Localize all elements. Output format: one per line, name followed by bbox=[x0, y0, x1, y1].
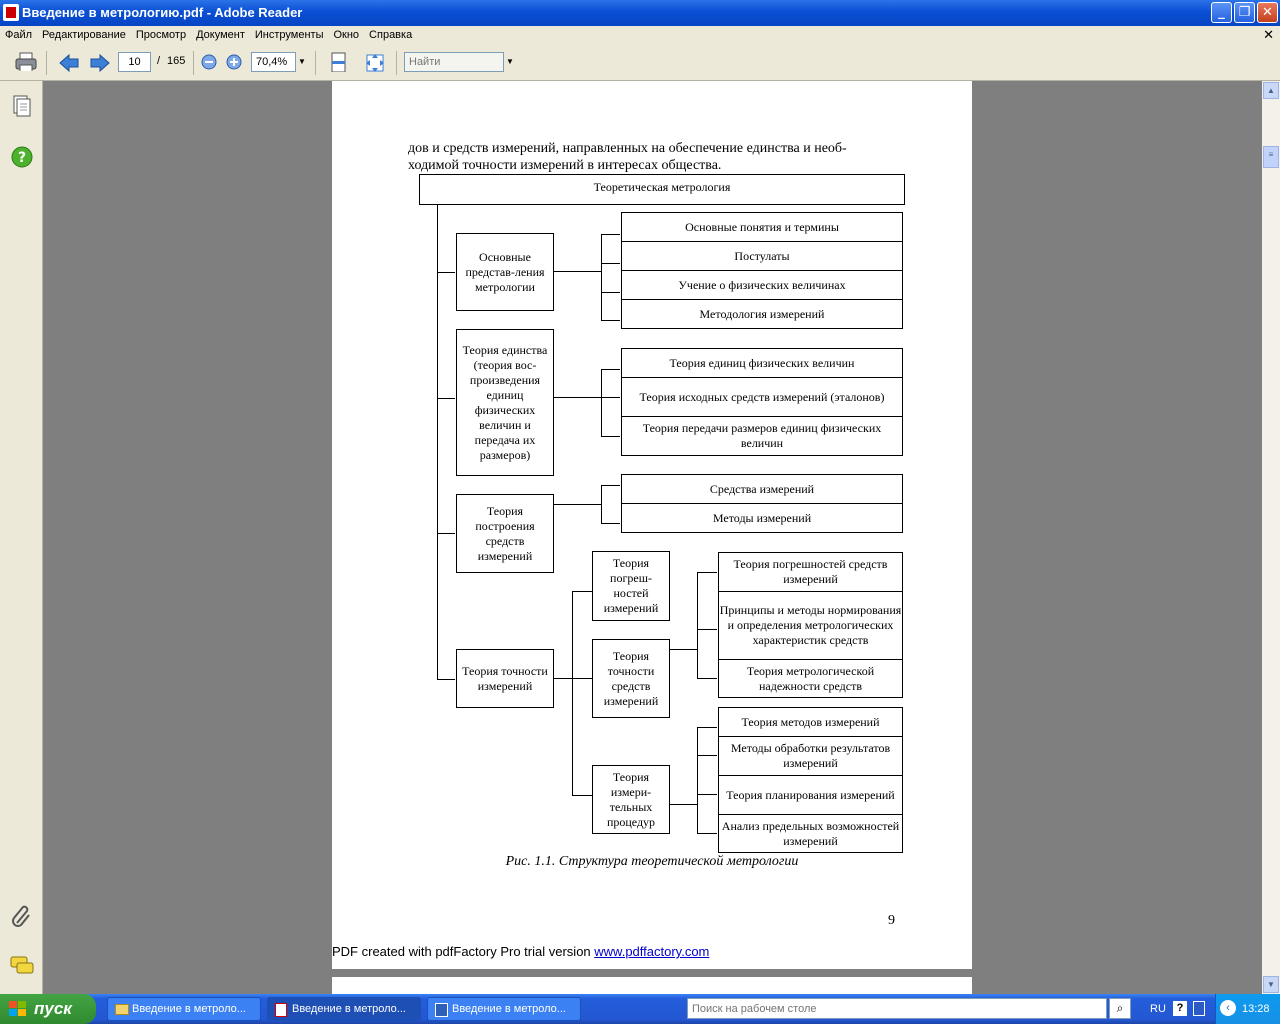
navigation-panel: ? bbox=[0, 81, 43, 994]
language-indicator[interactable]: RU bbox=[1150, 1003, 1166, 1015]
diagram-leaf: Теория планирования измерений bbox=[718, 775, 903, 815]
maximize-button[interactable]: ❐ bbox=[1234, 2, 1255, 23]
title-bar: Введение в метрологию.pdf - Adobe Reader… bbox=[0, 0, 1280, 26]
menu-file[interactable]: Файл bbox=[5, 29, 33, 41]
pdf-icon bbox=[275, 1003, 287, 1017]
diagram-leaf: Учение о физических величинах bbox=[621, 270, 903, 300]
menu-window[interactable]: Окно bbox=[333, 29, 360, 41]
diagram-leaf: Теория метрологической надежности средст… bbox=[718, 659, 903, 698]
comments-icon[interactable] bbox=[9, 955, 35, 977]
zoom-input[interactable] bbox=[251, 52, 296, 72]
help-tray-icon[interactable]: ? bbox=[1173, 1001, 1187, 1016]
figure-caption: Рис. 1.1. Структура теоретической метрол… bbox=[505, 854, 799, 869]
diagram-leaf: Принципы и методы нормирования и определ… bbox=[718, 591, 903, 660]
find-dropdown-icon[interactable]: ▼ bbox=[506, 57, 514, 66]
next-document-page bbox=[332, 977, 972, 994]
pdf-footer: PDF created with pdfFactory Pro trial ve… bbox=[332, 944, 709, 959]
toolbar: / 165 ▼ ▼ bbox=[0, 45, 1280, 81]
attachments-icon[interactable] bbox=[10, 904, 34, 928]
body-text-line: ходимой точности измерений в интересах о… bbox=[408, 158, 722, 173]
zoom-out-icon[interactable] bbox=[201, 54, 217, 74]
close-document-icon[interactable]: ✕ bbox=[1263, 27, 1274, 42]
scroll-down-icon[interactable]: ▼ bbox=[1263, 976, 1279, 993]
word-icon bbox=[435, 1003, 448, 1017]
diagram-leaf: Теория передачи размеров единиц физическ… bbox=[621, 416, 903, 456]
previous-page-icon[interactable] bbox=[58, 53, 80, 73]
taskbar: пуск Введение в метроло... Введение в ме… bbox=[0, 994, 1280, 1024]
clock: 13:28 bbox=[1242, 1003, 1270, 1015]
diagram-node: Теория единства (теория вос-произведения… bbox=[456, 329, 554, 476]
diagram-subnode: Теория погреш-ностей измерений bbox=[592, 551, 670, 621]
tray-expand-icon[interactable]: ‹ bbox=[1220, 1000, 1236, 1016]
diagram-subnode: Теория точности средств измерений bbox=[592, 639, 670, 718]
vertical-scrollbar[interactable]: ▲ ≡ ▼ bbox=[1262, 81, 1280, 994]
diagram-node: Теория точности измерений bbox=[456, 649, 554, 708]
fit-width-icon[interactable] bbox=[364, 52, 386, 72]
scroll-up-icon[interactable]: ▲ bbox=[1263, 82, 1279, 99]
taskbar-item-label: Введение в метроло... bbox=[132, 1003, 246, 1015]
diagram-leaf: Анализ предельных возможностей измерений bbox=[718, 814, 903, 853]
minimize-button[interactable]: _ bbox=[1211, 2, 1232, 23]
diagram-node: Теория построения средств измерений bbox=[456, 494, 554, 573]
body-text-line: дов и средств измерений, направленных на… bbox=[408, 141, 847, 156]
window-title: Введение в метрологию.pdf - Adobe Reader bbox=[22, 5, 303, 20]
diagram-leaf: Средства измерений bbox=[621, 474, 903, 504]
close-button[interactable]: ✕ bbox=[1257, 2, 1278, 23]
windows-logo-icon bbox=[9, 1001, 26, 1016]
menu-document[interactable]: Документ bbox=[196, 29, 245, 41]
desktop-search-input[interactable] bbox=[687, 998, 1107, 1019]
diagram-leaf: Теория методов измерений bbox=[718, 707, 903, 737]
pages-icon[interactable] bbox=[12, 95, 32, 117]
folder-icon bbox=[115, 1004, 129, 1015]
start-button[interactable]: пуск bbox=[0, 994, 96, 1024]
diagram-leaf: Основные понятия и термины bbox=[621, 212, 903, 242]
diagram-leaf: Теория погрешностей средств измерений bbox=[718, 552, 903, 592]
print-icon[interactable] bbox=[14, 51, 38, 71]
menu-bar: Файл Редактирование Просмотр Документ Инстру… bbox=[0, 26, 1280, 45]
menu-view[interactable]: Просмотр bbox=[135, 29, 187, 41]
footer-text: PDF created with pdfFactory Pro trial ve… bbox=[332, 944, 595, 959]
taskbar-item-word[interactable]: Введение в метроло... bbox=[427, 997, 581, 1021]
next-page-icon[interactable] bbox=[89, 53, 111, 73]
adobe-reader-icon bbox=[3, 4, 19, 21]
zoom-dropdown-icon[interactable]: ▼ bbox=[298, 57, 306, 66]
diagram-leaf: Теория единиц физических величин bbox=[621, 348, 903, 378]
taskbar-item-folder[interactable]: Введение в метроло... bbox=[107, 997, 261, 1021]
footer-link[interactable]: www.pdffactory.com bbox=[594, 944, 710, 959]
search-icon[interactable]: ⌕ bbox=[1109, 998, 1131, 1019]
menu-help[interactable]: Справка bbox=[369, 29, 413, 41]
svg-text:?: ? bbox=[18, 150, 26, 166]
document-page: дов и средств измерений, направленных на… bbox=[332, 81, 972, 969]
taskbar-item-label: Введение в метроло... bbox=[452, 1003, 566, 1015]
fit-page-icon[interactable] bbox=[329, 52, 349, 72]
diagram-leaf: Методы обработки результатов измерений bbox=[718, 736, 903, 776]
help-icon[interactable]: ? bbox=[11, 146, 33, 168]
diagram-root-node: Теоретическая метрология bbox=[419, 174, 905, 205]
page-separator: / bbox=[157, 55, 161, 67]
page-number: 9 bbox=[888, 913, 895, 928]
page-total: 165 bbox=[167, 55, 186, 67]
page-number-input[interactable] bbox=[118, 52, 151, 72]
find-input[interactable] bbox=[404, 52, 504, 72]
diagram-leaf: Методология измерений bbox=[621, 299, 903, 329]
system-tray: ‹ 13:28 bbox=[1215, 994, 1280, 1024]
start-label: пуск bbox=[34, 999, 72, 1018]
diagram-leaf: Теория исходных средств измерений (этало… bbox=[621, 377, 903, 417]
diagram-leaf: Методы измерений bbox=[621, 503, 903, 533]
zoom-in-icon[interactable] bbox=[226, 54, 242, 74]
diagram-subnode: Теория измери-тельных процедур bbox=[592, 765, 670, 834]
menu-tools[interactable]: Инструменты bbox=[254, 29, 324, 41]
diagram-node: Основные представ-ления метрологии bbox=[456, 233, 554, 311]
diagram-leaf: Постулаты bbox=[621, 241, 903, 271]
menu-edit[interactable]: Редактирование bbox=[42, 29, 126, 41]
tray-icon[interactable] bbox=[1193, 1001, 1205, 1016]
taskbar-item-label: Введение в метроло... bbox=[292, 1003, 406, 1015]
taskbar-item-reader[interactable]: Введение в метроло... bbox=[267, 997, 421, 1021]
scroll-thumb[interactable]: ≡ bbox=[1263, 146, 1279, 168]
